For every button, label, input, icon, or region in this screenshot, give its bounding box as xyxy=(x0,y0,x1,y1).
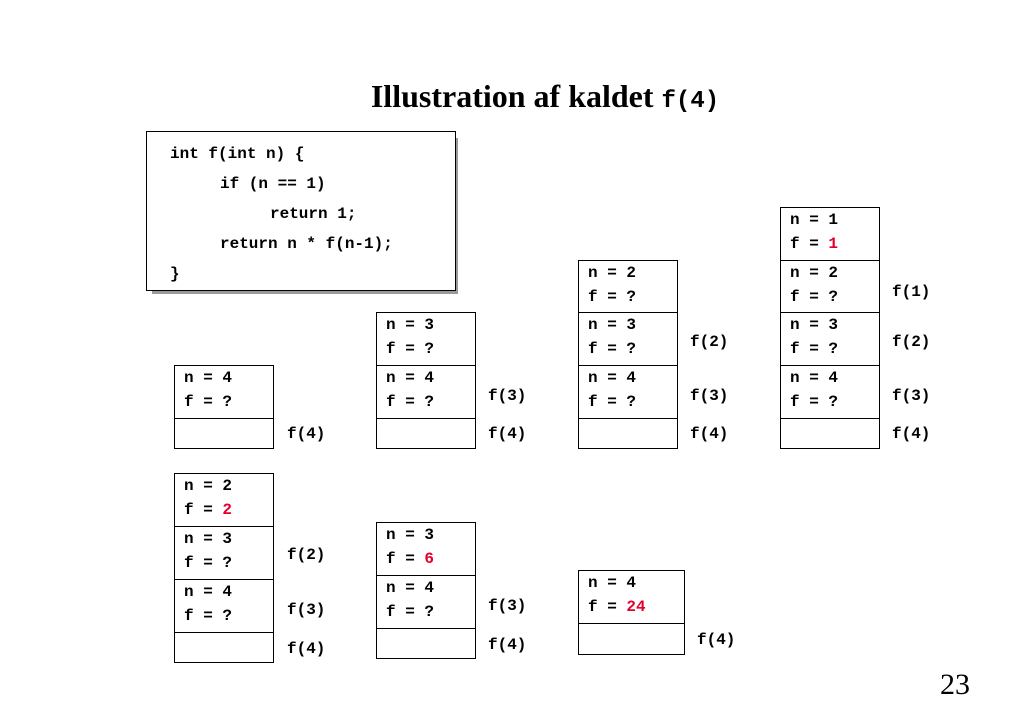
frame-f: f = 24 xyxy=(588,598,646,616)
call-label: f(3) xyxy=(892,387,931,405)
stack-frame: n = 4 f = ? xyxy=(174,365,274,419)
stack-base xyxy=(376,628,476,659)
stack-frame: n = 4 f = ? xyxy=(376,575,476,629)
call-label: f(1) xyxy=(892,283,931,301)
code-line-1: int f(int n) { xyxy=(170,145,305,163)
frame-f: f = ? xyxy=(386,340,435,358)
code-line-3: return 1; xyxy=(270,205,357,223)
title-text: Illustration af kaldet xyxy=(370,78,654,114)
page-number: 23 xyxy=(940,668,970,701)
stack-frame: n = 4 f = ? xyxy=(376,365,476,419)
frame-n: n = 3 xyxy=(386,526,435,544)
stack-frame: n = 2 f = ? xyxy=(780,260,880,313)
frame-f: f = ? xyxy=(588,288,637,306)
stack-base xyxy=(780,418,880,449)
call-label: f(4) xyxy=(287,640,326,658)
stack-base xyxy=(578,418,678,449)
stack-frame: n = 4 f = ? xyxy=(780,365,880,419)
frame-f: f = 1 xyxy=(790,235,839,253)
frame-n: n = 3 xyxy=(790,316,839,334)
frame-n: n = 4 xyxy=(386,369,435,387)
stack-base xyxy=(376,418,476,449)
frame-f: f = ? xyxy=(790,288,839,306)
frame-n: n = 1 xyxy=(790,211,839,229)
code-line-5: } xyxy=(170,265,180,283)
frame-n: n = 4 xyxy=(386,579,435,597)
frame-f: f = ? xyxy=(588,340,637,358)
call-label: f(2) xyxy=(690,333,729,351)
call-label: f(3) xyxy=(690,387,729,405)
frame-f: f = ? xyxy=(184,607,233,625)
code-line-2: if (n == 1) xyxy=(220,175,326,193)
stack-frame: n = 4 f = 24 xyxy=(578,570,685,624)
stack-frame: n = 4 f = ? xyxy=(174,579,274,633)
frame-n: n = 4 xyxy=(790,369,839,387)
stack-base xyxy=(174,632,274,663)
frame-f: f = ? xyxy=(184,554,233,572)
frame-f: f = ? xyxy=(386,393,435,411)
frame-n: n = 2 xyxy=(184,477,233,495)
call-label: f(4) xyxy=(488,425,527,443)
call-label: f(2) xyxy=(287,546,326,564)
frame-f: f = ? xyxy=(386,603,435,621)
frame-n: n = 4 xyxy=(184,583,233,601)
stack-frame: n = 4 f = ? xyxy=(578,365,678,419)
frame-f: f = ? xyxy=(790,340,839,358)
frame-f: f = ? xyxy=(588,393,637,411)
frame-f: f = 2 xyxy=(184,501,233,519)
call-label: f(4) xyxy=(488,636,527,654)
frame-result: 6 xyxy=(424,550,435,568)
frame-n: n = 3 xyxy=(588,316,637,334)
slide-title: Illustration af kaldet f(4) xyxy=(0,78,1024,115)
frame-n: n = 4 xyxy=(184,369,233,387)
call-label: f(3) xyxy=(488,387,527,405)
call-label: f(4) xyxy=(697,631,736,649)
frame-n: n = 3 xyxy=(386,316,435,334)
stack-base xyxy=(174,418,274,449)
frame-n: n = 2 xyxy=(790,264,839,282)
stack-frame: n = 3 f = ? xyxy=(780,312,880,366)
stack-frame: n = 3 f = ? xyxy=(376,312,476,366)
frame-n: n = 4 xyxy=(588,574,637,592)
frame-n: n = 3 xyxy=(184,530,233,548)
call-label: f(3) xyxy=(287,601,326,619)
call-label: f(2) xyxy=(892,333,931,351)
stack-frame: n = 2 f = 2 xyxy=(174,473,274,527)
code-box: int f(int n) { if (n == 1) return 1; ret… xyxy=(146,131,456,291)
stack-frame: n = 3 f = 6 xyxy=(376,522,476,576)
code-line-4: return n * f(n-1); xyxy=(220,235,393,253)
frame-result: 1 xyxy=(828,235,839,253)
frame-f: f = ? xyxy=(790,393,839,411)
frame-result: 24 xyxy=(626,598,646,616)
frame-f: f = ? xyxy=(184,393,233,411)
stack-frame: n = 3 f = ? xyxy=(578,312,678,366)
stack-frame: n = 3 f = ? xyxy=(174,526,274,580)
frame-f: f = 6 xyxy=(386,550,435,568)
call-label: f(4) xyxy=(892,425,931,443)
frame-result: 2 xyxy=(222,501,233,519)
frame-n: n = 4 xyxy=(588,369,637,387)
frame-n: n = 2 xyxy=(588,264,637,282)
title-code: f(4) xyxy=(661,88,720,115)
stack-frame: n = 2 f = ? xyxy=(578,260,678,313)
stack-base xyxy=(578,623,685,655)
call-label: f(4) xyxy=(690,425,729,443)
stack-frame: n = 1 f = 1 xyxy=(780,207,880,261)
call-label: f(3) xyxy=(488,597,527,615)
call-label: f(4) xyxy=(287,425,326,443)
